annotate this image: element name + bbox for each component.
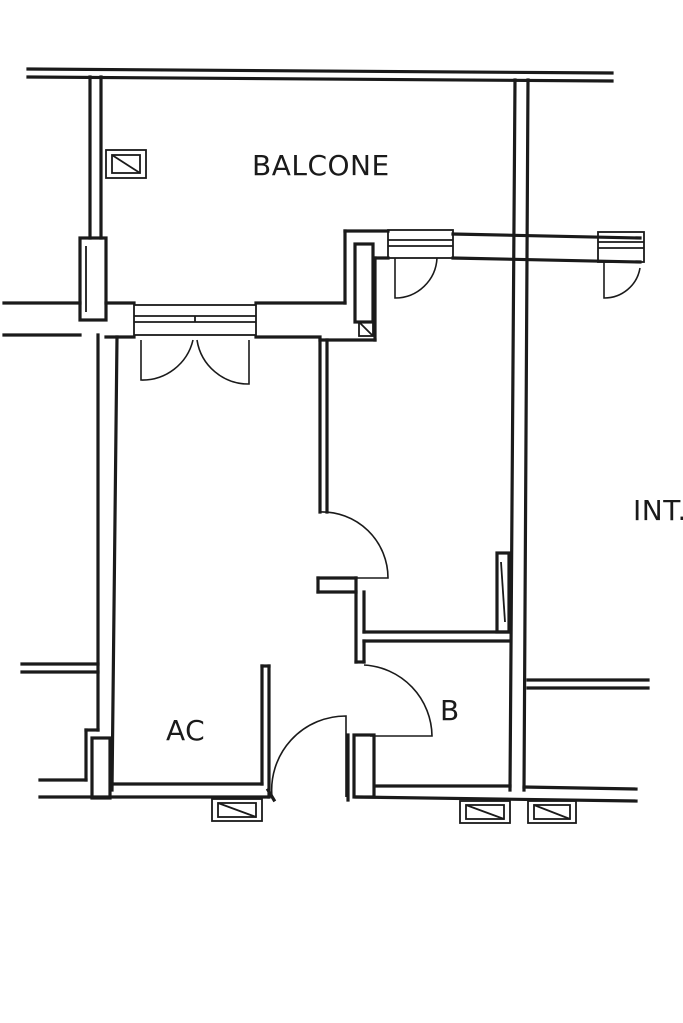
step-pillar <box>353 242 375 324</box>
ac-left-wall <box>20 333 119 800</box>
balcony-pillar-left <box>78 236 108 322</box>
window-ac-facade <box>133 304 257 336</box>
b-room-walls <box>346 551 512 802</box>
bottom-outer-wall <box>38 782 638 803</box>
balcony-left-wall <box>88 75 103 240</box>
ac-door-swing <box>270 715 347 798</box>
top-outer-wall <box>26 67 614 83</box>
window-ac-bottom <box>211 798 263 822</box>
window-neighbor-facade <box>597 231 645 263</box>
facade-left-wall <box>2 301 347 339</box>
room-label-int: INT. <box>633 494 683 527</box>
room-label-ac: AC <box>166 714 205 747</box>
window-room-facade <box>387 229 454 259</box>
vent-box-step <box>358 321 374 337</box>
window-b-bottom <box>459 800 511 824</box>
facade-step-wall <box>318 229 642 342</box>
room-label-b: B <box>440 694 460 727</box>
right-party-wall <box>508 78 530 792</box>
french-door-swing <box>140 339 250 385</box>
ac-right-partition <box>316 338 366 664</box>
ac-bottom-partition <box>260 664 277 803</box>
neighbor-window-door-swing <box>603 262 641 299</box>
b-door-swing <box>363 664 433 737</box>
room-window-door-swing <box>394 257 438 299</box>
vent-box-balcony <box>105 149 147 179</box>
back-room-door-swing <box>319 511 389 579</box>
room-label-balcone: BALCONE <box>252 149 390 182</box>
neighbor-right-walls <box>526 678 650 690</box>
window-right-bottom <box>527 800 577 824</box>
